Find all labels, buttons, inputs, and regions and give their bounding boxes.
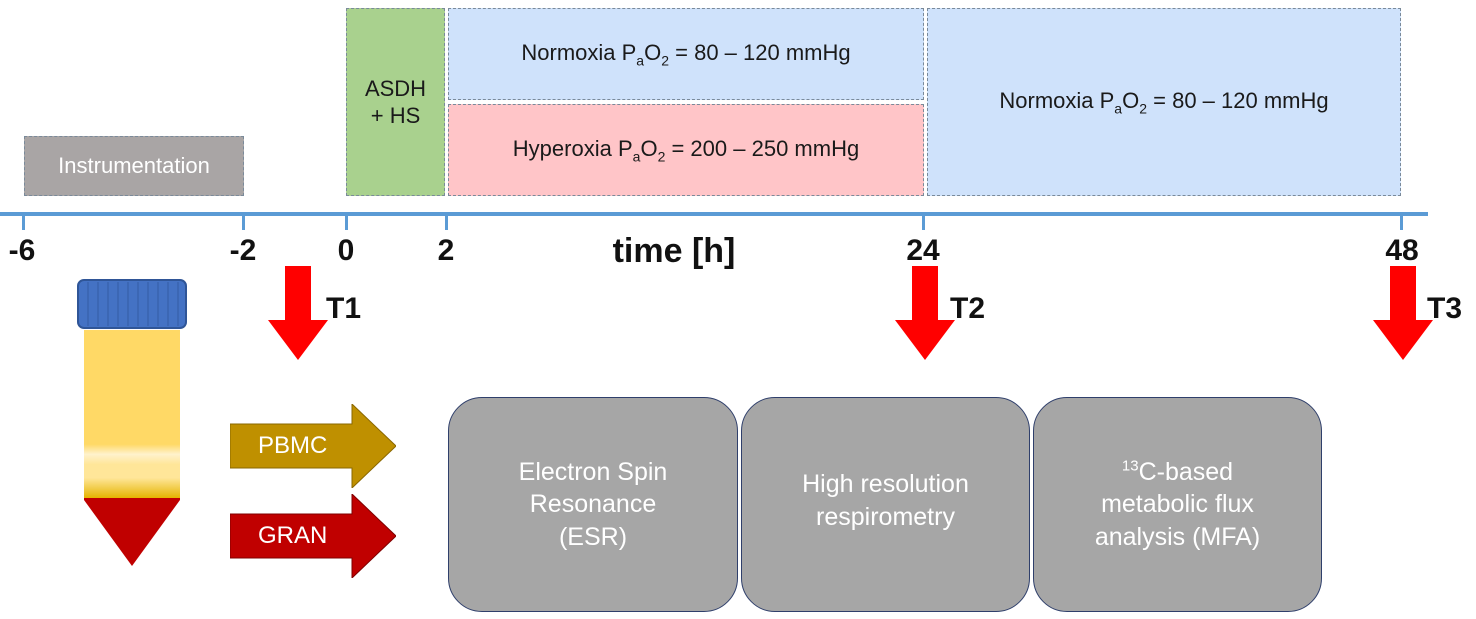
method-mfa: 13C-based metabolic flux analysis (MFA)	[1033, 397, 1322, 612]
tick-mark	[445, 212, 448, 230]
phase-normoxia-late-label: Normoxia PaO2 = 80 – 120 mmHg	[999, 87, 1329, 117]
pbmc-arrow	[230, 404, 396, 488]
tick-label: 0	[337, 234, 355, 267]
timepoint-t3: T3	[1427, 292, 1463, 325]
tick-label: 2	[437, 234, 455, 267]
down-arrow-icon	[268, 266, 328, 360]
tick-label: -2	[229, 234, 257, 267]
method-esr-line: Electron Spin	[518, 457, 668, 486]
phase-normoxia-late: Normoxia PaO2 = 80 – 120 mmHg	[927, 8, 1401, 196]
phase-asdh-hs: ASDH + HS	[346, 8, 445, 196]
timepoint-t2: T2	[950, 292, 986, 325]
time-axis	[0, 212, 1428, 216]
tick-mark	[1400, 212, 1403, 230]
method-esr: Electron Spin Resonance (ESR)	[448, 397, 738, 612]
method-mfa-line: analysis (MFA)	[1094, 522, 1261, 551]
method-esr-line: Resonance	[529, 490, 657, 519]
tick-mark	[22, 212, 25, 230]
pbmc-label: PBMC	[258, 432, 328, 459]
tick-label: 48	[1385, 234, 1419, 267]
gran-label: GRAN	[258, 522, 328, 549]
down-arrow-icon	[1373, 266, 1433, 360]
phase-hs-label: + HS	[370, 103, 421, 128]
method-hrr-line: High resolution	[802, 470, 969, 498]
tick-label: -6	[8, 234, 36, 267]
down-arrow-icon	[895, 266, 955, 360]
method-hrr-line: respirometry	[816, 502, 955, 531]
phase-instrumentation-label: Instrumentation	[58, 153, 210, 178]
phase-normoxia-early: Normoxia PaO2 = 80 – 120 mmHg	[448, 8, 924, 100]
method-mfa-line: metabolic flux	[1101, 490, 1254, 519]
phase-hyperoxia: Hyperoxia PaO2 = 200 – 250 mmHg	[448, 104, 924, 196]
tick-mark	[922, 212, 925, 230]
method-respirometry: High resolution respirometry	[741, 397, 1030, 612]
tick-mark	[242, 212, 245, 230]
phase-instrumentation: Instrumentation	[24, 136, 244, 196]
timepoint-t1: T1	[326, 292, 362, 325]
phase-asdh-label: ASDH	[364, 75, 427, 101]
phase-hyperoxia-label: Hyperoxia PaO2 = 200 – 250 mmHg	[512, 135, 860, 165]
tick-mark	[345, 212, 348, 230]
tick-label: 24	[906, 234, 940, 267]
gran-arrow	[230, 494, 396, 578]
method-esr-line: (ESR)	[558, 522, 628, 551]
axis-title: time [h]	[612, 232, 736, 270]
method-mfa-line: 13C-based	[1121, 457, 1234, 486]
phase-normoxia-early-label: Normoxia PaO2 = 80 – 120 mmHg	[521, 39, 851, 69]
blood-tube-icon	[77, 279, 187, 566]
